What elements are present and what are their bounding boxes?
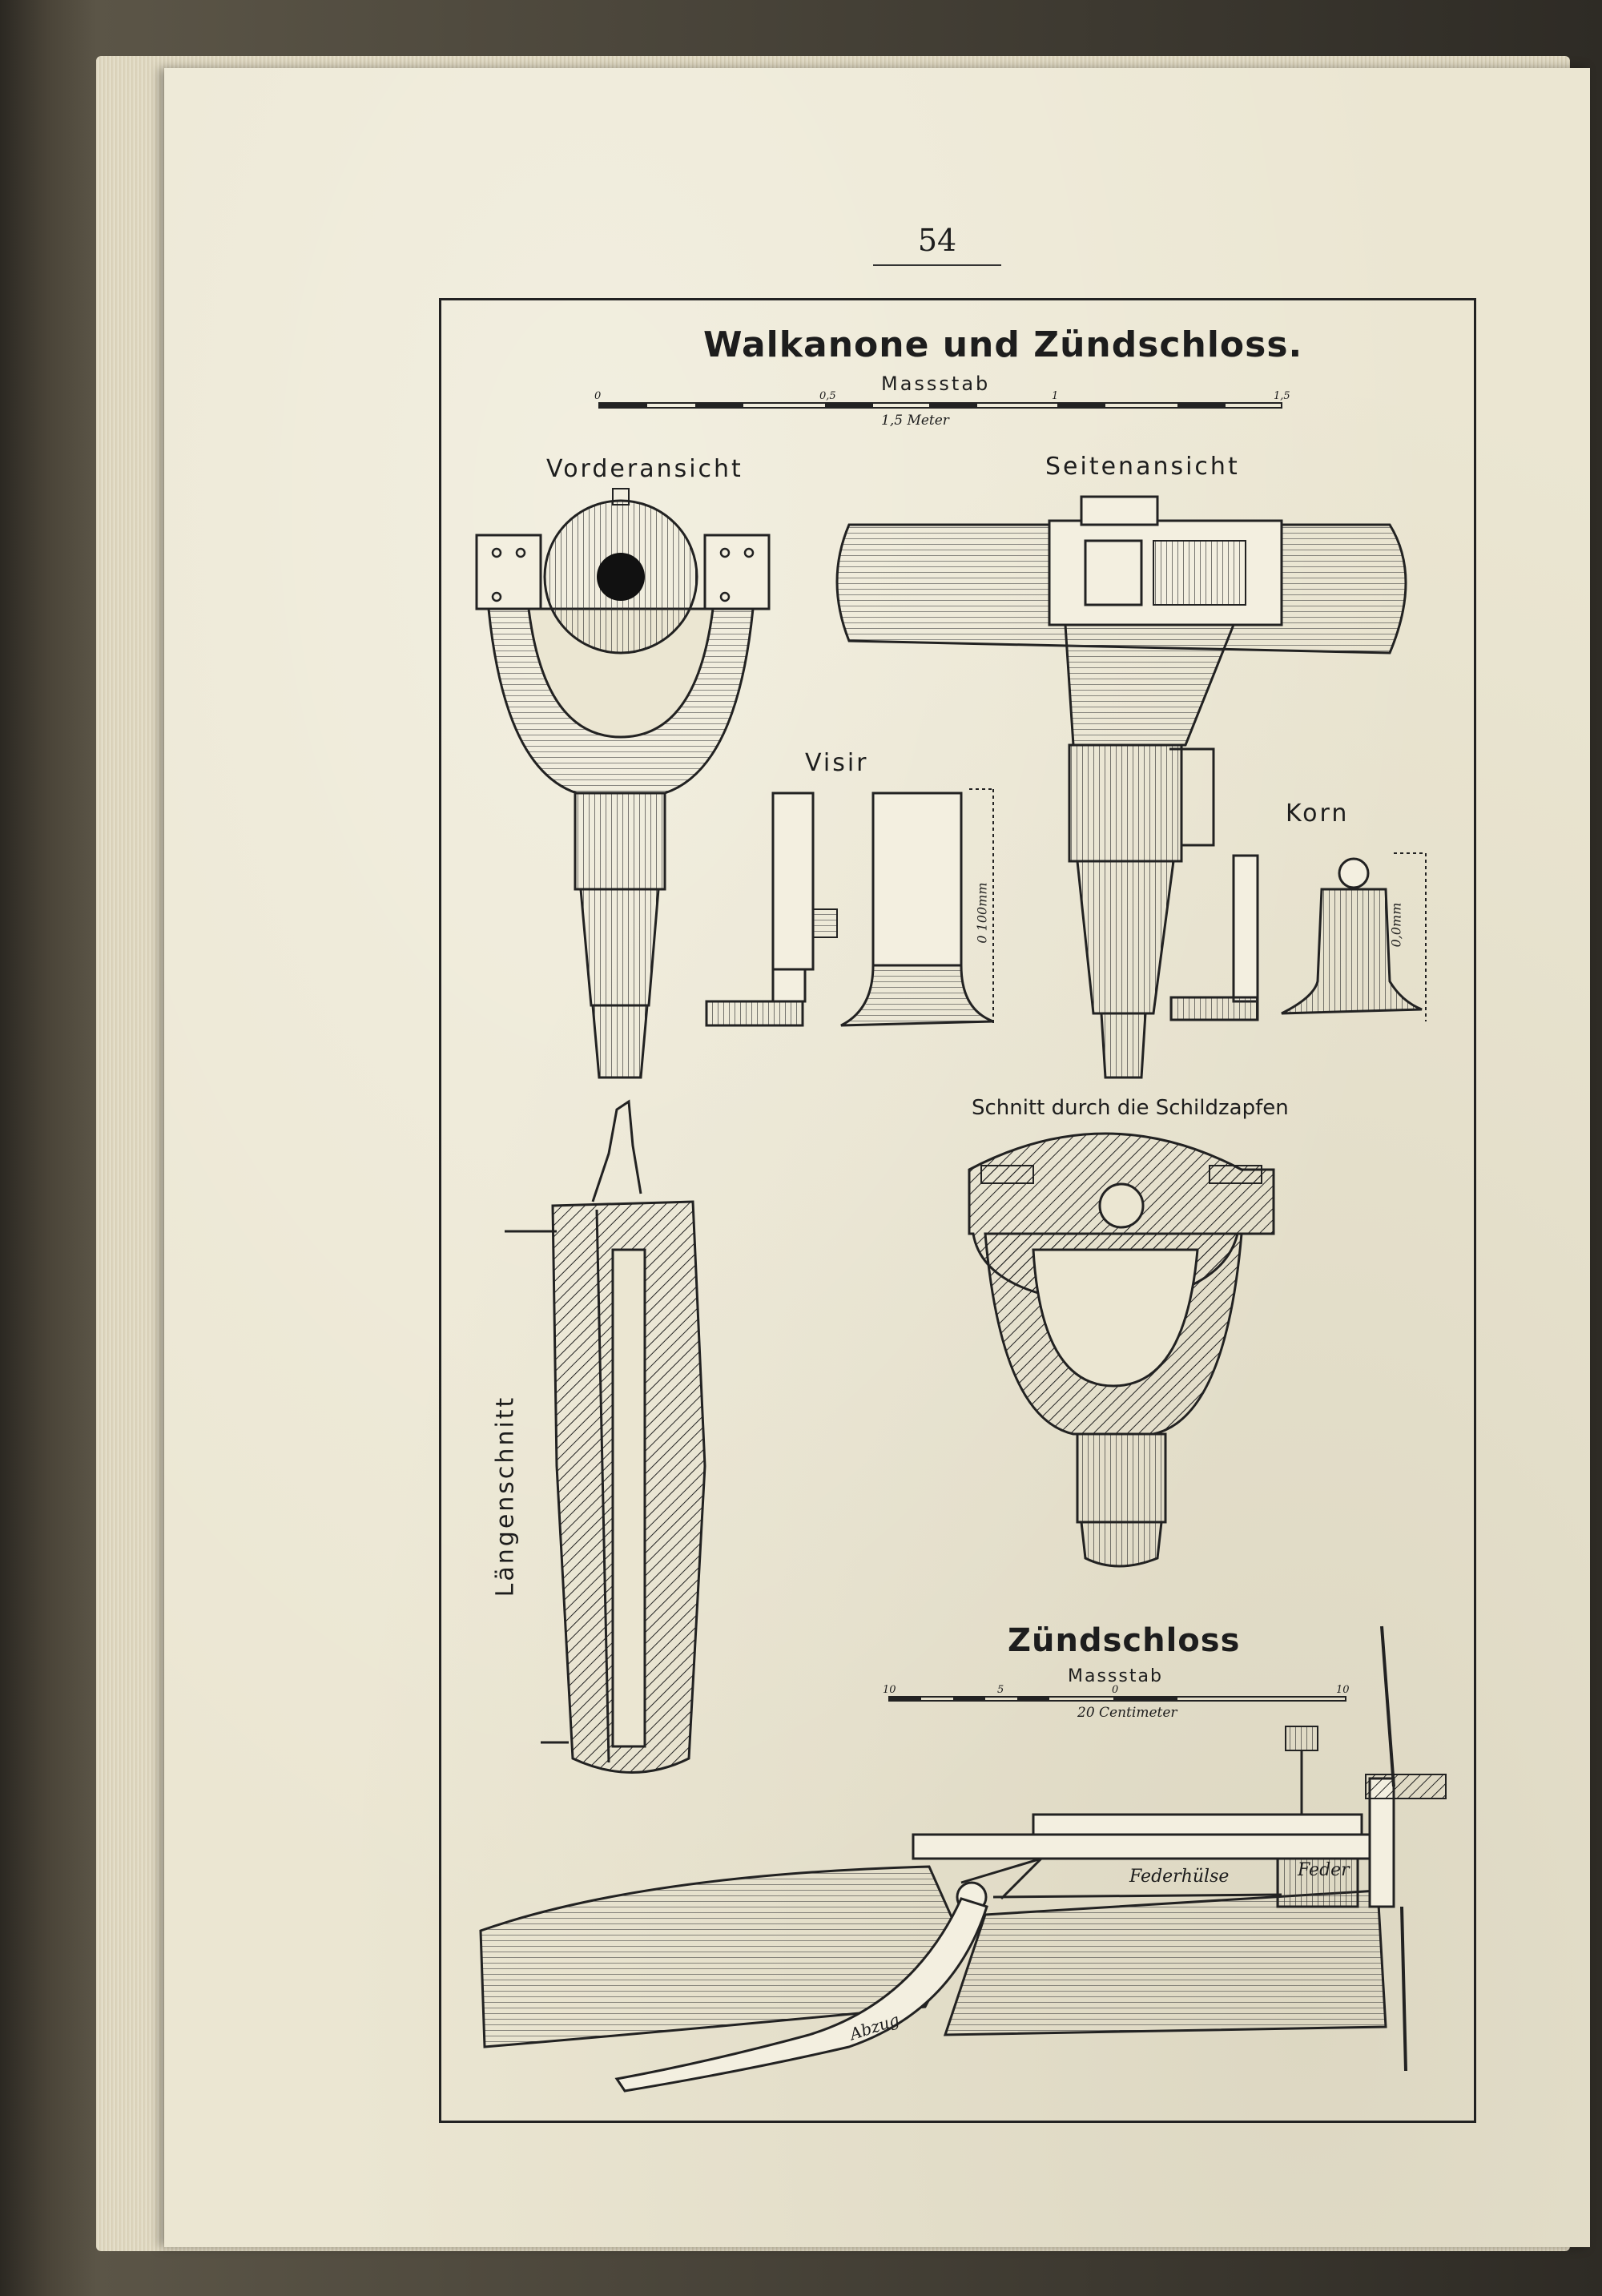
top-scale-tick-3: 1,5 (1274, 390, 1290, 402)
lock-drawing (479, 1625, 1447, 2093)
front-view-label: Vorderansicht (546, 455, 743, 483)
longitudinal-section-drawing (505, 1099, 706, 1774)
plate-frame (439, 298, 1476, 2123)
trunnion-section-label: Schnitt durch die Schildzapfen (972, 1096, 1289, 1120)
longitudinal-section-label: Längenschnitt (491, 1395, 520, 1597)
page-number: 54 (917, 223, 957, 258)
front-view-drawing (475, 488, 771, 1079)
feder-label: Feder (1298, 1860, 1350, 1880)
lock-scale-tick-3: 10 (1336, 1684, 1350, 1696)
visir-dimension: 0 100mm (974, 882, 990, 944)
trunnion-section-drawing (968, 1132, 1275, 1568)
federhuelse-label: Federhülse (1129, 1867, 1230, 1887)
lock-title: Zündschloss (1008, 1622, 1241, 1659)
side-view-drawing (835, 495, 1407, 1079)
korn-label: Korn (1286, 800, 1350, 828)
side-view-label: Seitenansicht (1045, 453, 1240, 481)
top-scale-tick-1: 0,5 (819, 390, 836, 402)
visir-drawing (705, 788, 994, 1027)
plate-title: Walkanone und Zündschloss. (703, 324, 1303, 365)
top-scale-label: Massstab (881, 373, 991, 395)
lock-scale-caption: 20 Centimeter (1077, 1705, 1177, 1721)
lock-scale-tick-0: 10 (883, 1684, 896, 1696)
lock-scale-tick-2: 0 (1112, 1684, 1119, 1696)
lock-scale-bar (888, 1696, 1346, 1702)
korn-dimension: 0,0mm (1388, 902, 1404, 948)
visir-label: Visir (805, 749, 869, 777)
top-scale-tick-2: 1 (1052, 390, 1059, 402)
top-scale-caption: 1,5 Meter (881, 413, 949, 429)
korn-drawing (1169, 852, 1427, 1021)
lock-scale-label: Massstab (1068, 1666, 1163, 1686)
top-scale-tick-0: 0 (594, 390, 602, 402)
top-scale-bar (598, 402, 1282, 409)
page-number-rule (873, 264, 1001, 266)
lock-scale-tick-1: 5 (997, 1684, 1004, 1696)
